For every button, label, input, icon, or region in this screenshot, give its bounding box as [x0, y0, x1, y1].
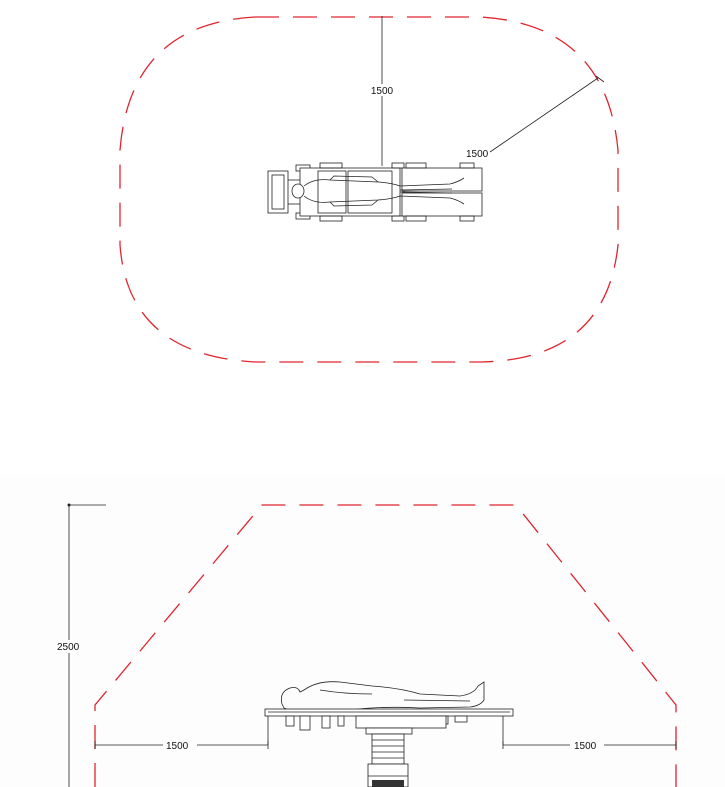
top-diagonal-dimension-label: 1500 [466, 149, 489, 160]
side-view-background [0, 475, 725, 787]
top-vertical-dimension-label-bg [368, 84, 396, 96]
side-view: 2500 1500 1500 [55, 503, 677, 787]
top-vertical-dimension-label: 1500 [371, 86, 394, 97]
side-view-clearance-zone [94, 504, 677, 787]
top-view: 1500 1500 [119, 16, 619, 363]
top-view-clearance-zone [119, 16, 619, 363]
height-dimension-label: 2500 [57, 642, 80, 653]
side-view-table-column [355, 715, 447, 787]
top-diagonal-dimension-tick [595, 75, 605, 83]
side-view-patient-figure [280, 681, 485, 713]
left-dimension-label: 1500 [166, 741, 189, 752]
top-view-operating-table [267, 162, 483, 222]
right-dimension-label: 1500 [574, 741, 597, 752]
height-dimension-label-bg [55, 640, 85, 653]
top-view-patient-figure [291, 175, 465, 207]
top-diagonal-dimension-line [489, 77, 599, 153]
